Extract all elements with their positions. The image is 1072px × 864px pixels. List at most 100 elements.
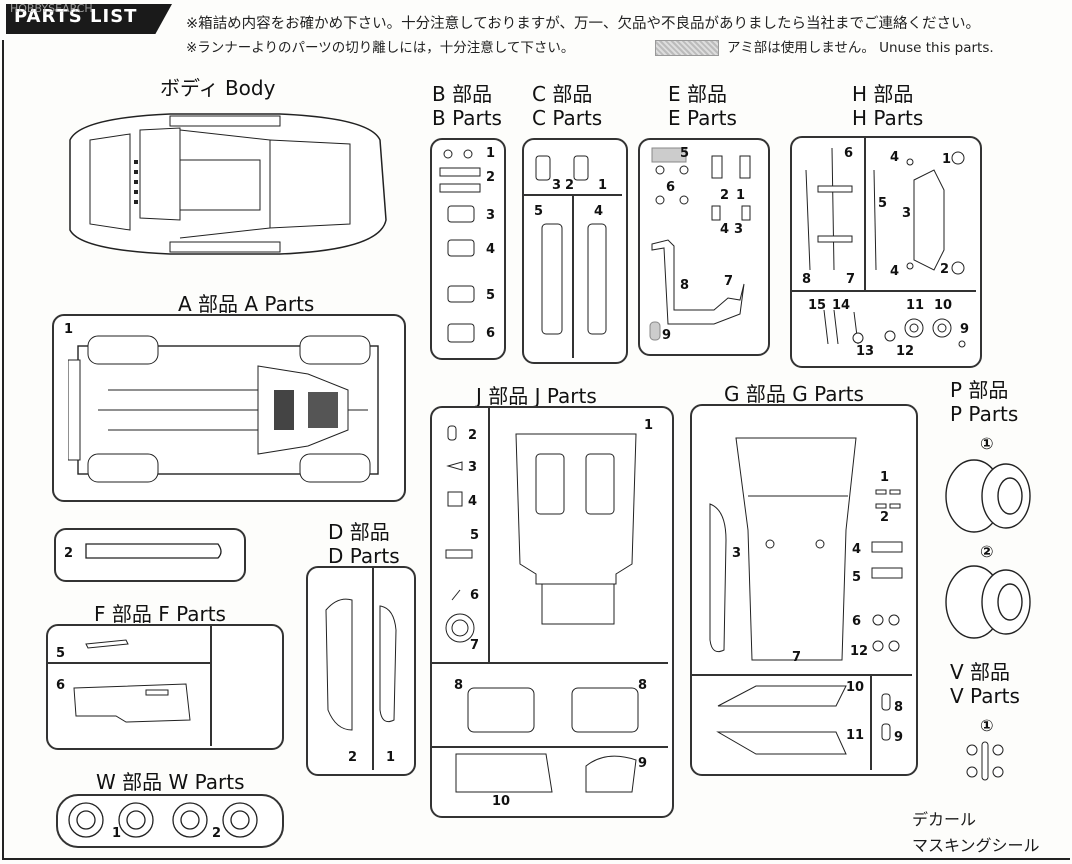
j-divider-h1 [432,662,668,664]
note-mesh-text: アミ部は使用しません。 Unuse this parts. [727,40,994,56]
watermark-logo: HOBBYSEARCH [10,2,93,15]
c-parts-drawing [535,155,607,335]
h-part-1-number: 1 [942,152,952,167]
e-part-4-number: 4 [720,222,730,237]
j-parts-label: J 部品 J Parts [476,384,597,408]
f-part-6-number: 6 [56,678,66,693]
h-part-7-number: 7 [846,272,856,287]
f-parts-drawing [73,639,191,723]
note-check-contents: ※箱詰め内容をお確かめ下さい。十分注意しておりますが、万一、欠品や不良品がありま… [186,16,980,32]
b-part-4-number: 4 [486,242,496,257]
p-parts-tires [945,459,1031,639]
f-divider [210,626,212,746]
g-part-9-number: 9 [894,730,904,745]
body-label: ボディ Body [160,76,276,100]
h-divider-v [864,138,866,290]
sheet-frame [2,40,1070,860]
e-parts-drawing [649,147,751,341]
j-part-8a-number: 8 [454,678,464,693]
h-label-en: H Parts [852,106,924,130]
d-part-2-number: 2 [348,750,358,765]
d-divider [372,568,374,770]
masking-seal-label: マスキングシール [912,836,1040,855]
c-part-1-number: 1 [598,178,608,193]
j-divider-v [488,408,490,662]
j-part-2-number: 2 [468,428,478,443]
b-part-5-number: 5 [486,288,496,303]
g-parts-drawing [709,437,903,755]
j-part-3-number: 3 [468,460,478,475]
b-parts-drawing [439,149,481,343]
v-label-jp: V 部品 [950,660,1011,684]
a-part-2-number: 2 [64,546,74,561]
h-divider-h [792,290,976,292]
e-part-2-number: 2 [720,188,730,203]
j-part-4-number: 4 [468,494,478,509]
w-part-2-number: 2 [212,826,222,841]
h-label-jp: H 部品 [852,82,914,106]
g-parts-label: G 部品 G Parts [724,382,864,406]
h-part-6-number: 6 [844,146,854,161]
body-drawing [69,113,387,255]
w-parts-label: W 部品 W Parts [96,770,245,794]
e-part-5-number: 5 [680,146,690,161]
b-part-2-number: 2 [486,170,496,185]
g-part-3-number: 3 [732,546,742,561]
decal-label: デカール [912,810,977,829]
h-parts-drawing [805,147,966,348]
h-part-4b-number: 4 [890,264,900,279]
g-part-5-number: 5 [852,570,862,585]
f-divider-h [48,662,210,664]
b-label-jp: B 部品 [432,82,493,106]
h-part-12-number: 12 [896,344,915,359]
w-parts-wheels [68,802,258,838]
a-part-1-chassis [68,335,379,483]
p-part-2-number: ② [980,542,994,561]
c-divider-v [572,196,574,358]
b-label-en: B Parts [432,106,502,130]
d-label-en: D Parts [328,544,400,568]
g-part-12-number: 12 [850,644,869,659]
c-part-5-number: 5 [534,204,544,219]
a-part-1-number: 1 [64,322,74,337]
e-part-9-number: 9 [662,328,672,343]
header-tab [6,4,172,34]
b-part-6-number: 6 [486,326,496,341]
j-part-10-number: 10 [492,794,511,809]
h-part-8-number: 8 [802,272,812,287]
a-parts-label: A 部品 A Parts [178,292,315,316]
p-label-jp: P 部品 [950,378,1009,402]
f-part-5-number: 5 [56,646,66,661]
c-part-4-number: 4 [594,204,604,219]
b-part-3-number: 3 [486,208,496,223]
h-part-11-number: 11 [906,298,925,313]
g-part-7-number: 7 [792,650,802,665]
g-part-1-number: 1 [880,470,890,485]
c-part-2-number: 2 [565,178,575,193]
d-part-1-number: 1 [386,750,396,765]
h-part-9-number: 9 [960,322,970,337]
f-parts-label: F 部品 F Parts [94,602,226,626]
c-label-en: C Parts [532,106,603,130]
a-part-2-drawing [85,543,222,559]
h-part-5-number: 5 [878,196,888,211]
g-part-6-number: 6 [852,614,862,629]
g-part-10-number: 10 [846,680,865,695]
v-parts-drawing [966,741,1004,781]
j-part-9-number: 9 [638,756,648,771]
e-part-3-number: 3 [734,222,744,237]
p-part-1-number: ① [980,434,994,453]
j-divider-h2 [432,746,668,748]
h-part-3-number: 3 [902,206,912,221]
g-part-4-number: 4 [852,542,862,557]
h-part-2-number: 2 [940,262,950,277]
d-parts-drawing [325,598,397,731]
d-label-jp: D 部品 [328,520,390,544]
e-part-6-number: 6 [666,180,676,195]
